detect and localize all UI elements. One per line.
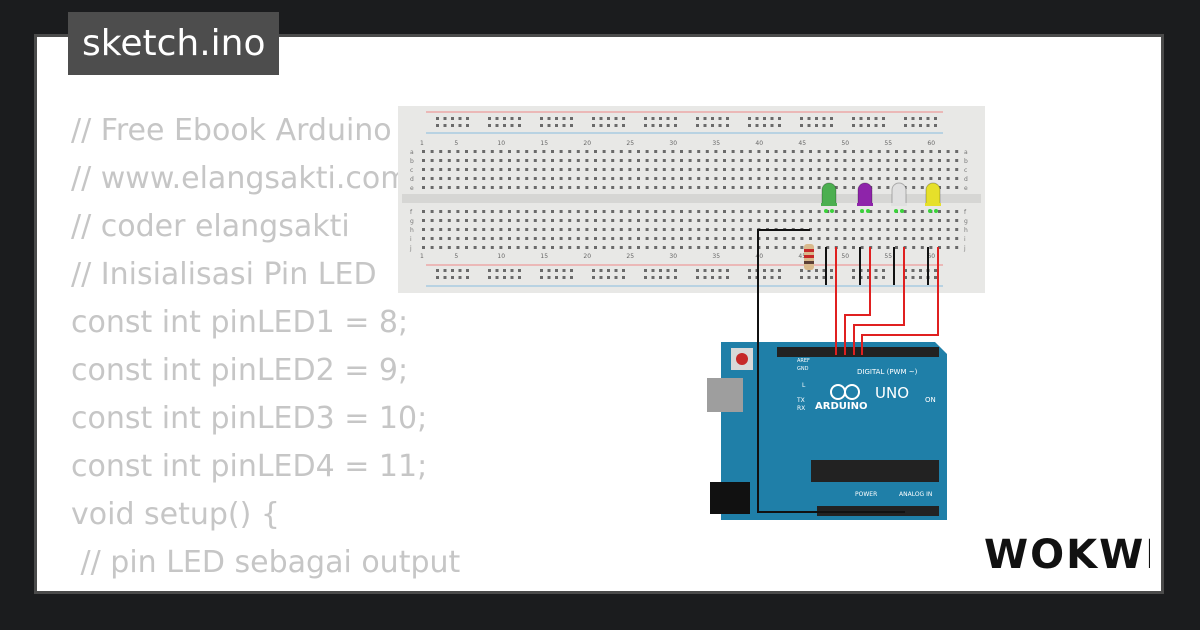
- column-number-bottom: 50: [841, 253, 849, 260]
- column-number-bottom: 25: [626, 253, 634, 260]
- aref-label: AREF: [797, 358, 810, 364]
- row-letter: d: [410, 176, 414, 183]
- column-number-bottom: 5: [454, 253, 458, 260]
- column-number-bottom: 60: [927, 253, 935, 260]
- row-letter: b: [410, 158, 414, 165]
- row-letter-right: b: [964, 158, 968, 165]
- column-number-bottom: 40: [755, 253, 763, 260]
- power-label: POWER: [855, 491, 877, 498]
- column-number: 55: [884, 140, 892, 147]
- column-number: 20: [583, 140, 591, 147]
- column-number-bottom: 1: [420, 253, 424, 260]
- code-line: void setup() {: [71, 497, 280, 532]
- column-number: 35: [712, 140, 720, 147]
- row-letter-right: e: [964, 185, 968, 192]
- row-letter-right: c: [964, 167, 967, 174]
- reset-button[interactable]: [736, 353, 748, 365]
- code-line: // Free Ebook Arduino: [71, 113, 392, 148]
- rx-label: RX: [797, 405, 805, 412]
- column-number-bottom: 20: [583, 253, 591, 260]
- code-line: const int pinLED1 = 8;: [71, 305, 409, 340]
- row-letter-right: f: [964, 209, 967, 216]
- uno-label: UNO: [875, 384, 909, 402]
- arduino-logo-text: ARDUINO: [815, 401, 867, 412]
- row-letter: c: [410, 167, 413, 174]
- column-number: 1: [420, 140, 424, 147]
- power-analog-header: [817, 506, 939, 516]
- column-number: 15: [540, 140, 548, 147]
- column-number: 10: [497, 140, 505, 147]
- digital-header: [777, 347, 939, 357]
- row-letter: h: [410, 227, 414, 234]
- row-letter: j: [409, 245, 412, 252]
- wokwi-logo-text: WOKWI: [984, 532, 1150, 578]
- row-letter-right: h: [964, 227, 968, 234]
- row-letter-right: d: [964, 176, 968, 183]
- column-number: 45: [798, 140, 806, 147]
- code-line: const int pinLED3 = 10;: [71, 401, 428, 436]
- column-number-bottom: 15: [540, 253, 548, 260]
- row-letter: i: [410, 236, 412, 243]
- column-number: 5: [454, 140, 458, 147]
- usb-port: [707, 378, 743, 412]
- on-label: ON: [925, 396, 936, 404]
- column-number: 40: [755, 140, 763, 147]
- row-letter: a: [410, 149, 414, 156]
- row-letter: f: [410, 209, 413, 216]
- column-number-bottom: 45: [798, 253, 806, 260]
- column-number-bottom: 35: [712, 253, 720, 260]
- column-number-bottom: 55: [884, 253, 892, 260]
- code-line: pinMode(pinLED1, OUTPUT);: [71, 587, 517, 591]
- column-number-bottom: 30: [669, 253, 677, 260]
- column-number-bottom: 10: [497, 253, 505, 260]
- code-line: // pin LED sebagai output: [71, 545, 461, 580]
- wokwi-logo: WOKWI: [984, 532, 1150, 578]
- breadboard-holes: [422, 117, 959, 279]
- column-number: 50: [841, 140, 849, 147]
- tx-label: TX: [796, 397, 805, 404]
- code-line: // coder elangsakti: [71, 209, 350, 244]
- column-number: 30: [669, 140, 677, 147]
- code-line: const int pinLED4 = 11;: [71, 449, 428, 484]
- code-line: // Inisialisasi Pin LED: [71, 257, 377, 292]
- column-number: 60: [927, 140, 935, 147]
- gnd-label: GND: [797, 366, 809, 372]
- row-letter: g: [410, 218, 414, 225]
- arduino-uno-board: DIGITAL (PWM ~) ARDUINO UNO ON L TX RX P…: [707, 342, 947, 520]
- row-letter-right: i: [964, 236, 966, 243]
- row-letter: e: [410, 185, 414, 192]
- code-line: // www.elangsakti.com: [71, 161, 410, 196]
- code-preview: // Free Ebook Arduino // www.elangsakti.c…: [71, 107, 517, 591]
- code-line: const int pinLED2 = 9;: [71, 353, 409, 388]
- file-tab[interactable]: sketch.ino: [68, 12, 280, 75]
- digital-label: DIGITAL (PWM ~): [857, 368, 918, 376]
- column-number: 25: [626, 140, 634, 147]
- row-letter-right: j: [963, 245, 966, 252]
- row-letter-right: a: [964, 149, 968, 156]
- atmega-chip: [811, 460, 939, 482]
- analog-label: ANALOG IN: [899, 491, 932, 498]
- power-jack: [710, 482, 750, 514]
- row-letter-right: g: [964, 218, 968, 225]
